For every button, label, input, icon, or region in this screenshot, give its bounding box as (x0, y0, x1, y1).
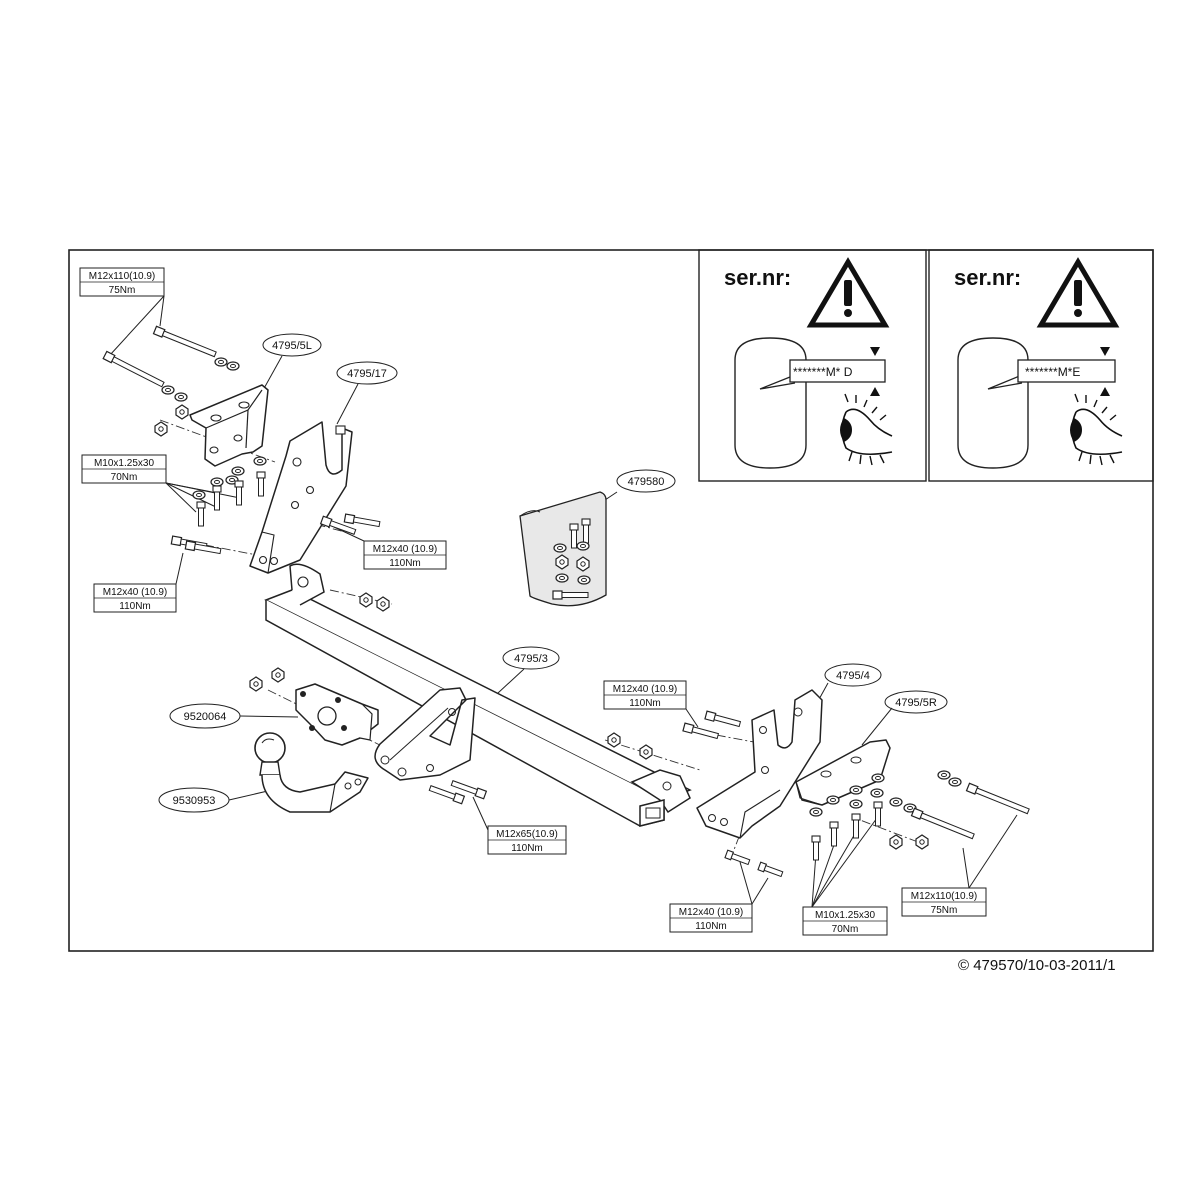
plate-4795-4 (696, 689, 823, 839)
label-plate-left: 4795/17 (336, 361, 398, 385)
svg-text:M12x65(10.9): M12x65(10.9) (496, 829, 558, 840)
label-towball: 9530953 (158, 787, 230, 813)
leader-lines (109, 295, 1018, 908)
serial-code: *******M*E (1025, 365, 1080, 379)
svg-text:110Nm: 110Nm (389, 558, 421, 569)
diagram-frame (68, 249, 1154, 952)
bracket-4795-5r (795, 739, 891, 806)
svg-text:9530953: 9530953 (173, 795, 216, 807)
warning-panel-e: ser.nr: *******M*E (928, 249, 1154, 482)
spec-bottom-right-c: M12x110(10.9) 75Nm (901, 887, 987, 917)
spec-bottom-right-a: M12x40 (10.9) 110Nm (669, 903, 753, 933)
socket-plate-9520064 (249, 667, 379, 746)
copyright-footer: © 479570/10-03-2011/1 (958, 957, 1116, 974)
label-plate-right: 4795/4 (824, 663, 882, 687)
svg-text:M12x40 (10.9): M12x40 (10.9) (103, 587, 167, 598)
eye-icon (840, 393, 893, 466)
svg-text:4795/3: 4795/3 (514, 653, 548, 665)
warning-panel-d: ser.nr: *******M* D (698, 249, 927, 482)
svg-text:4795/5R: 4795/5R (895, 697, 937, 709)
label-kit: 479580 (616, 469, 676, 493)
svg-text:479580: 479580 (628, 476, 665, 488)
svg-text:M12x110(10.9): M12x110(10.9) (911, 891, 978, 902)
warning-triangle-icon (806, 257, 890, 328)
sernr-title: ser.nr: (954, 265, 1021, 290)
svg-text:M12x40 (10.9): M12x40 (10.9) (613, 684, 677, 695)
bracket-4795-5l (189, 384, 269, 467)
svg-text:M10x1.25x30: M10x1.25x30 (815, 910, 875, 921)
svg-text:M12x110(10.9): M12x110(10.9) (89, 271, 156, 282)
svg-text:9520064: 9520064 (184, 711, 227, 723)
spec-center-left: M12x40 (10.9) 110Nm (363, 540, 447, 570)
label-bracket-right: 4795/5R (884, 690, 948, 714)
spec-center-right: M12x40 (10.9) 110Nm (603, 680, 687, 710)
sernr-title: ser.nr: (724, 265, 791, 290)
hardware-kit-479580 (519, 491, 607, 607)
svg-text:110Nm: 110Nm (695, 921, 727, 932)
crossbar-4795-3 (264, 563, 692, 827)
svg-text:M10x1.25x30: M10x1.25x30 (94, 458, 154, 469)
svg-text:M12x40 (10.9): M12x40 (10.9) (679, 907, 743, 918)
label-socket-plate: 9520064 (169, 703, 241, 729)
svg-text:M12x40 (10.9): M12x40 (10.9) (373, 544, 437, 555)
serial-code: *******M* D (793, 365, 853, 379)
spec-lower-left: M12x40 (10.9) 110Nm (93, 583, 177, 613)
svg-text:70Nm: 70Nm (832, 924, 859, 935)
label-bracket-left: 4795/5L (262, 333, 322, 357)
eye-icon (1070, 393, 1123, 466)
spec-ball-bolts: M12x65(10.9) 110Nm (487, 825, 567, 855)
spec-bottom-right-b: M10x1.25x30 70Nm (802, 906, 888, 936)
svg-text:75Nm: 75Nm (931, 905, 958, 916)
svg-text:70Nm: 70Nm (111, 472, 138, 483)
spec-mid-left: M10x1.25x30 70Nm (81, 454, 167, 484)
spec-top-left: M12x110(10.9) 75Nm (79, 267, 165, 297)
plate-4795-17 (249, 421, 353, 574)
svg-text:4795/5L: 4795/5L (272, 340, 312, 352)
svg-text:110Nm: 110Nm (119, 601, 151, 612)
towball-9530953 (254, 732, 369, 813)
svg-text:75Nm: 75Nm (109, 285, 136, 296)
svg-text:110Nm: 110Nm (511, 843, 543, 854)
svg-text:110Nm: 110Nm (629, 698, 661, 709)
label-crossbar: 4795/3 (502, 646, 560, 670)
svg-text:4795/17: 4795/17 (347, 368, 387, 380)
svg-text:4795/4: 4795/4 (836, 670, 870, 682)
warning-triangle-icon (1036, 257, 1120, 328)
